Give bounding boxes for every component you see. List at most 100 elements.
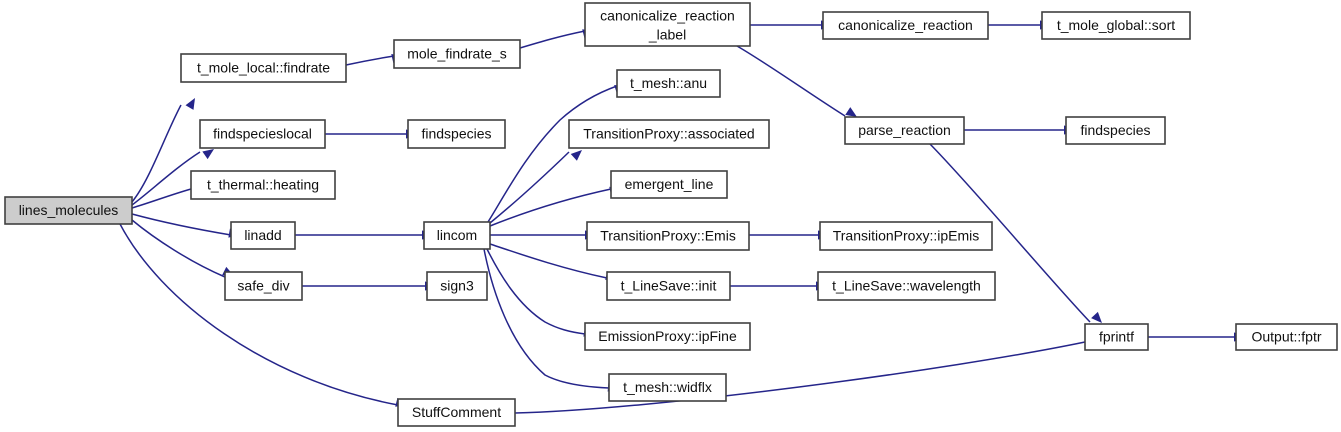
graph-node-findspecies_right[interactable]: findspecies <box>1065 116 1166 145</box>
call-edge <box>345 55 395 66</box>
arrowhead-icon <box>845 107 857 117</box>
graph-node-StuffComment[interactable]: StuffComment <box>397 398 516 427</box>
call-edge <box>514 341 1086 414</box>
node-box[interactable] <box>393 39 521 69</box>
graph-node-t_mole_global_sort[interactable]: t_mole_global::sort <box>1041 11 1191 40</box>
arrowhead-icon <box>570 150 582 161</box>
node-label: t_LineSave::init <box>621 278 717 294</box>
arrowhead-icon <box>1091 311 1102 323</box>
graph-node-t_mesh_anu[interactable]: t_mesh::anu <box>616 69 721 98</box>
node-label: safe_div <box>237 278 289 294</box>
node-label: linadd <box>244 227 281 243</box>
node-box[interactable] <box>230 221 296 250</box>
node-label: t_thermal::heating <box>207 177 319 193</box>
node-label: StuffComment <box>412 404 501 420</box>
node-box[interactable] <box>586 221 750 251</box>
node-box[interactable] <box>817 271 996 301</box>
graph-node-fprintf[interactable]: fprintf <box>1084 323 1149 351</box>
graph-node-parse_reaction[interactable]: parse_reaction <box>844 116 965 145</box>
call-edge <box>929 143 1091 323</box>
call-edge <box>131 219 226 278</box>
node-label: TransitionProxy::associated <box>583 126 754 142</box>
node-label: TransitionProxy::ipEmis <box>833 228 980 244</box>
node-label: Output::fptr <box>1251 329 1321 345</box>
node-box[interactable] <box>1084 323 1149 351</box>
node-label: parse_reaction <box>858 122 951 138</box>
arrowhead-icon <box>185 98 195 110</box>
node-box[interactable] <box>822 11 989 40</box>
edges-layer <box>119 24 1236 414</box>
node-label: sign3 <box>440 278 474 294</box>
node-box[interactable] <box>224 271 303 301</box>
node-box[interactable] <box>584 2 751 47</box>
graph-node-EmissionProxy_ipFine[interactable]: EmissionProxy::ipFine <box>584 322 751 351</box>
node-box[interactable] <box>1065 116 1166 145</box>
graph-node-mole_findrate_s[interactable]: mole_findrate_s <box>393 39 521 69</box>
graph-node-canonicalize_reaction[interactable]: canonicalize_reaction <box>822 11 989 40</box>
graph-node-t_thermal_heating[interactable]: t_thermal::heating <box>190 170 336 200</box>
node-box[interactable] <box>4 196 133 225</box>
graph-node-t_LineSave_wavelength[interactable]: t_LineSave::wavelength <box>817 271 996 301</box>
arrowhead-icon <box>202 149 214 160</box>
node-label: canonicalize_reaction_label <box>600 7 735 42</box>
node-label: findspecies <box>1080 122 1150 138</box>
graph-node-TransitionProxy_Emis[interactable]: TransitionProxy::Emis <box>586 221 750 251</box>
call-edge <box>489 151 570 224</box>
graph-node-sign3[interactable]: sign3 <box>426 271 488 301</box>
node-label: findspecieslocal <box>213 126 312 142</box>
node-box[interactable] <box>616 69 721 98</box>
graph-node-TransitionProxy_ipEmis[interactable]: TransitionProxy::ipEmis <box>819 221 993 251</box>
node-box[interactable] <box>199 119 326 149</box>
call-edge <box>489 188 612 227</box>
node-label: mole_findrate_s <box>407 46 507 62</box>
graph-node-safe_div[interactable]: safe_div <box>224 271 303 301</box>
node-label: emergent_line <box>625 176 714 192</box>
call-edge <box>119 223 399 406</box>
graph-node-lines_molecules[interactable]: lines_molecules <box>4 196 133 225</box>
graph-node-canonicalize_reaction_label[interactable]: canonicalize_reaction_label <box>584 2 751 47</box>
call-edge <box>519 30 586 49</box>
graph-node-TransitionProxy_associated[interactable]: TransitionProxy::associated <box>568 119 770 149</box>
node-box[interactable] <box>584 322 751 351</box>
node-label: canonicalize_reaction <box>838 17 973 33</box>
node-label: fprintf <box>1099 329 1134 345</box>
node-label: findspecies <box>421 126 491 142</box>
node-label: lines_molecules <box>19 202 119 218</box>
node-box[interactable] <box>180 53 347 83</box>
node-box[interactable] <box>608 373 727 402</box>
node-label: t_mesh::anu <box>630 75 707 91</box>
node-label: lincom <box>437 227 477 243</box>
node-box[interactable] <box>844 116 965 145</box>
graph-node-linadd[interactable]: linadd <box>230 221 296 250</box>
node-box[interactable] <box>423 221 491 250</box>
nodes-layer: lines_molecules t_mole_local::findratefin… <box>4 2 1338 427</box>
call-edge <box>487 85 618 223</box>
graph-node-t_mesh_widflx[interactable]: t_mesh::widflx <box>608 373 727 402</box>
call-edge <box>131 151 201 206</box>
graph-node-lincom[interactable]: lincom <box>423 221 491 250</box>
graph-node-findspecies_left[interactable]: findspecies <box>407 119 506 149</box>
graph-node-t_mole_local_findrate[interactable]: t_mole_local::findrate <box>180 53 347 83</box>
graph-node-Output_fptr[interactable]: Output::fptr <box>1235 323 1338 351</box>
graph-node-t_LineSave_init[interactable]: t_LineSave::init <box>606 271 731 301</box>
node-box[interactable] <box>606 271 731 301</box>
node-box[interactable] <box>1235 323 1338 351</box>
call-edge <box>131 104 182 203</box>
node-box[interactable] <box>610 170 728 199</box>
node-label: EmissionProxy::ipFine <box>598 328 737 344</box>
node-label: t_mole_global::sort <box>1057 17 1175 33</box>
call-edge <box>483 248 610 389</box>
node-label: t_LineSave::wavelength <box>832 278 981 294</box>
node-box[interactable] <box>397 398 516 427</box>
node-box[interactable] <box>1041 11 1191 40</box>
call-edge <box>486 248 586 335</box>
graph-node-findspecieslocal[interactable]: findspecieslocal <box>199 119 326 149</box>
graph-node-emergent_line[interactable]: emergent_line <box>610 170 728 199</box>
node-box[interactable] <box>426 271 488 301</box>
node-box[interactable] <box>568 119 770 149</box>
node-box[interactable] <box>190 170 336 200</box>
call-edge <box>131 213 232 236</box>
node-box[interactable] <box>819 221 993 251</box>
node-box[interactable] <box>407 119 506 149</box>
